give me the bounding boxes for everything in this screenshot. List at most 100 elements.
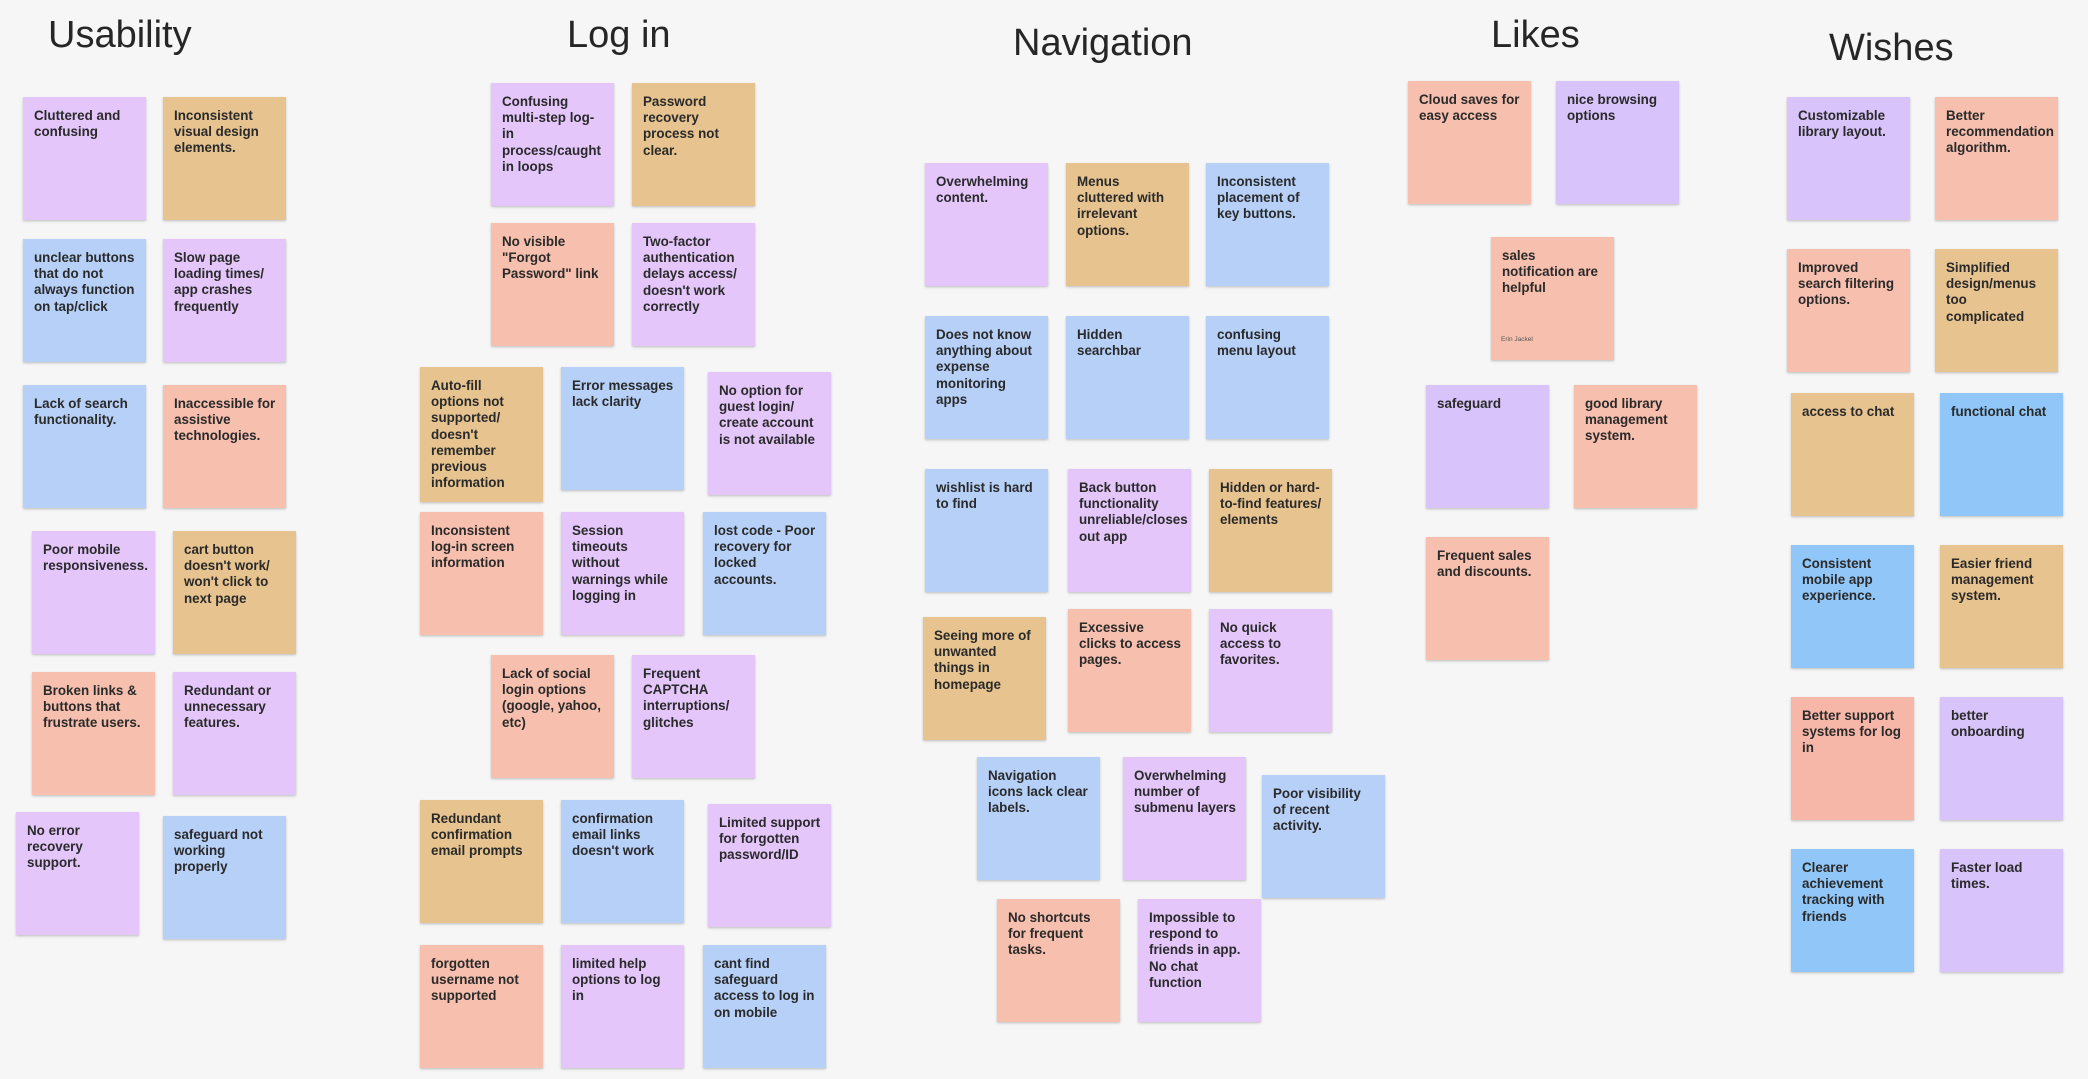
sticky-note[interactable]: Inconsistent placement of key buttons. [1206, 163, 1329, 286]
sticky-note[interactable]: Easier friend management system. [1940, 545, 2063, 668]
sticky-note[interactable]: Error messages lack clarity [561, 367, 684, 490]
note-text: confirmation email links doesn't work [572, 811, 655, 859]
sticky-note[interactable]: Overwhelming number of submenu layers [1123, 757, 1246, 880]
note-text: better onboarding [1951, 708, 2025, 740]
sticky-note[interactable]: No visible "Forgot Password" link [491, 223, 614, 346]
sticky-note[interactable]: safeguard [1426, 385, 1549, 508]
sticky-note[interactable]: Poor mobile responsiveness. [32, 531, 155, 654]
sticky-note[interactable]: Inconsistent log-in screen information [420, 512, 543, 635]
note-text: cant find safeguard access to log in on … [714, 956, 815, 1020]
note-text: Seeing more of unwanted things in homepa… [934, 628, 1031, 692]
sticky-note[interactable]: No error recovery support. [16, 812, 139, 935]
sticky-note[interactable]: Inaccessible for assistive technologies. [163, 385, 286, 508]
sticky-note[interactable]: Seeing more of unwanted things in homepa… [923, 617, 1046, 740]
sticky-note[interactable]: Confusing multi-step log-in process/caug… [491, 83, 614, 206]
sticky-note[interactable]: cant find safeguard access to log in on … [703, 945, 826, 1068]
sticky-note[interactable]: Overwhelming content. [925, 163, 1048, 286]
login-heading: Log in [567, 14, 671, 56]
note-text: wishlist is hard to find [936, 480, 1033, 512]
sticky-note[interactable]: No shortcuts for frequent tasks. [997, 899, 1120, 1022]
sticky-note[interactable]: No option for guest login/ create accoun… [708, 372, 831, 495]
sticky-note[interactable]: Broken links & buttons that frustrate us… [32, 672, 155, 795]
sticky-note[interactable]: forgotten username not supported [420, 945, 543, 1068]
note-text: Excessive clicks to access pages. [1079, 620, 1181, 668]
sticky-note[interactable]: access to chat [1791, 393, 1914, 516]
note-text: Lack of search functionality. [34, 396, 128, 428]
sticky-note[interactable]: Session timeouts without warnings while … [561, 512, 684, 635]
sticky-note[interactable]: wishlist is hard to find [925, 469, 1048, 592]
note-text: Confusing multi-step log-in process/caug… [502, 94, 601, 174]
note-text: Improved search filtering options. [1798, 260, 1894, 308]
sticky-note[interactable]: better onboarding [1940, 697, 2063, 820]
note-text: Inaccessible for assistive technologies. [174, 396, 276, 444]
note-text: Faster load times. [1951, 860, 2023, 892]
note-text: cart button doesn't work/ won't click to… [184, 542, 270, 606]
sticky-note[interactable]: Limited support for forgotten password/I… [708, 804, 831, 927]
note-text: No visible "Forgot Password" link [502, 234, 599, 282]
sticky-note[interactable]: functional chat [1940, 393, 2063, 516]
sticky-note[interactable]: Excessive clicks to access pages. [1068, 609, 1191, 732]
note-text: Navigation icons lack clear labels. [988, 768, 1088, 816]
sticky-note[interactable]: Impossible to respond to friends in app.… [1138, 899, 1261, 1022]
note-text: Better recommendation algorithm. [1946, 108, 2054, 156]
sticky-note[interactable]: Customizable library layout. [1787, 97, 1910, 220]
sticky-note[interactable]: Inconsistent visual design elements. [163, 97, 286, 220]
sticky-note[interactable]: No quick access to favorites. [1209, 609, 1332, 732]
sticky-note[interactable]: cart button doesn't work/ won't click to… [173, 531, 296, 654]
note-text: Inconsistent placement of key buttons. [1217, 174, 1300, 222]
sticky-note[interactable]: Cluttered and confusing [23, 97, 146, 220]
note-text: good library management system. [1585, 396, 1668, 444]
sticky-note[interactable]: Password recovery process not clear. [632, 83, 755, 206]
sticky-note[interactable]: confirmation email links doesn't work [561, 800, 684, 923]
sticky-note[interactable]: Poor visibility of recent activity. [1262, 775, 1385, 898]
sticky-note[interactable]: nice browsing options [1556, 81, 1679, 204]
sticky-note[interactable]: Does not know anything about expense mon… [925, 316, 1048, 439]
note-text: Poor mobile responsiveness. [43, 542, 148, 574]
sticky-note[interactable]: Slow page loading times/ app crashes fre… [163, 239, 286, 362]
note-text: Redundant confirmation email prompts [431, 811, 523, 859]
note-text: Redundant or unnecessary features. [184, 683, 272, 731]
note-text: Password recovery process not clear. [643, 94, 719, 158]
note-text: unclear buttons that do not always funct… [34, 250, 135, 314]
sticky-note[interactable]: Auto-fill options not supported/ doesn't… [420, 367, 543, 502]
note-text: limited help options to log in [572, 956, 661, 1004]
sticky-note[interactable]: Faster load times. [1940, 849, 2063, 972]
sticky-note[interactable]: Improved search filtering options. [1787, 249, 1910, 372]
sticky-note[interactable]: limited help options to log in [561, 945, 684, 1068]
sticky-note[interactable]: Redundant or unnecessary features. [173, 672, 296, 795]
sticky-note[interactable]: Frequent sales and discounts. [1426, 537, 1549, 660]
sticky-note[interactable]: Consistent mobile app experience. [1791, 545, 1914, 668]
note-text: Frequent CAPTCHA interruptions/ glitches [643, 666, 730, 730]
sticky-note[interactable]: Simplified design/menus too complicated [1935, 249, 2058, 372]
note-text: Impossible to respond to friends in app.… [1149, 910, 1241, 990]
sticky-note[interactable]: Lack of search functionality. [23, 385, 146, 508]
sticky-note[interactable]: Two-factor authentication delays access/… [632, 223, 755, 346]
sticky-note[interactable]: lost code - Poor recovery for locked acc… [703, 512, 826, 635]
note-text: Customizable library layout. [1798, 108, 1886, 140]
note-text: No error recovery support. [27, 823, 83, 871]
note-text: No shortcuts for frequent tasks. [1008, 910, 1091, 958]
sticky-note[interactable]: Cloud saves for easy access [1408, 81, 1531, 204]
sticky-note[interactable]: good library management system. [1574, 385, 1697, 508]
sticky-note[interactable]: safeguard not working properly [163, 816, 286, 939]
sticky-note[interactable]: confusing menu layout [1206, 316, 1329, 439]
sticky-note[interactable]: Lack of social login options (google, ya… [491, 655, 614, 778]
sticky-note[interactable]: Redundant confirmation email prompts [420, 800, 543, 923]
sticky-note[interactable]: Frequent CAPTCHA interruptions/ glitches [632, 655, 755, 778]
sticky-note[interactable]: Menus cluttered with irrelevant options. [1066, 163, 1189, 286]
sticky-note[interactable]: Back button functionality unreliable/clo… [1068, 469, 1191, 592]
note-text: Better support systems for log in [1802, 708, 1901, 756]
sticky-note[interactable]: Clearer achievement tracking with friend… [1791, 849, 1914, 972]
note-author: Erin Jackel [1501, 335, 1533, 343]
note-text: Does not know anything about expense mon… [936, 327, 1032, 407]
note-text: Overwhelming number of submenu layers [1134, 768, 1236, 816]
sticky-note[interactable]: Hidden or hard-to-find features/ element… [1209, 469, 1332, 592]
sticky-note[interactable]: Better support systems for log in [1791, 697, 1914, 820]
note-text: Overwhelming content. [936, 174, 1029, 206]
sticky-note[interactable]: unclear buttons that do not always funct… [23, 239, 146, 362]
sticky-note[interactable]: Better recommendation algorithm. [1935, 97, 2058, 220]
sticky-note[interactable]: Navigation icons lack clear labels. [977, 757, 1100, 880]
sticky-note[interactable]: Hidden searchbar [1066, 316, 1189, 439]
note-text: No option for guest login/ create accoun… [719, 383, 816, 447]
